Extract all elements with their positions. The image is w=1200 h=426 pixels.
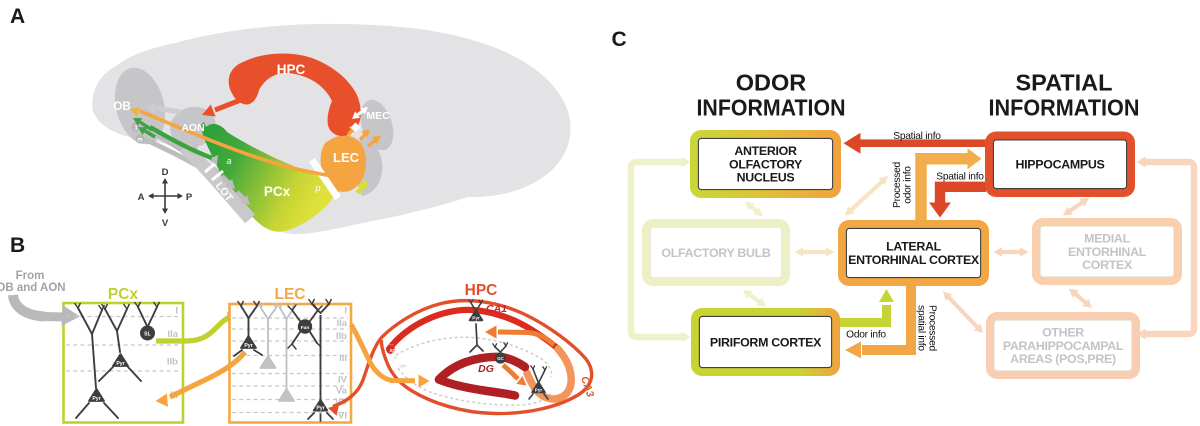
svg-text:GC: GC xyxy=(497,356,504,361)
svg-text:Odor info: Odor info xyxy=(846,329,886,340)
svg-text:ENTORHINAL: ENTORHINAL xyxy=(1068,245,1147,259)
svg-text:D: D xyxy=(162,167,169,178)
svg-text:IIa: IIa xyxy=(167,329,178,340)
svg-text:PARAHIPPOCAMPAL: PARAHIPPOCAMPAL xyxy=(1003,339,1124,353)
svg-text:AON: AON xyxy=(181,122,204,134)
svg-text:B: B xyxy=(10,234,25,257)
svg-text:OLFACTORY BULB: OLFACTORY BULB xyxy=(661,246,771,260)
svg-text:Spatial info: Spatial info xyxy=(893,131,941,142)
svg-text:V: V xyxy=(162,218,169,229)
svg-text:CORTEX: CORTEX xyxy=(1082,258,1133,272)
svg-text:LEC: LEC xyxy=(333,150,360,165)
svg-text:From: From xyxy=(16,270,45,282)
svg-text:sp: sp xyxy=(389,348,395,354)
svg-text:SL: SL xyxy=(144,332,151,338)
svg-text:VI: VI xyxy=(338,411,347,422)
svg-text:CA1: CA1 xyxy=(486,303,507,315)
svg-text:DG: DG xyxy=(478,363,494,375)
svg-text:OB and AON: OB and AON xyxy=(0,282,66,294)
svg-text:Pyr: Pyr xyxy=(92,396,100,402)
svg-text:Pyr: Pyr xyxy=(472,315,480,320)
svg-text:PIRIFORM CORTEX: PIRIFORM CORTEX xyxy=(710,335,822,349)
svg-text:HIPPOCAMPUS: HIPPOCAMPUS xyxy=(1016,158,1105,172)
svg-text:1: 1 xyxy=(134,126,138,132)
svg-text:IIb: IIb xyxy=(167,357,178,368)
svg-text:PCx: PCx xyxy=(264,184,291,199)
svg-text:LATERAL: LATERAL xyxy=(886,240,942,254)
svg-text:IIa: IIa xyxy=(336,318,347,329)
svg-text:so: so xyxy=(389,343,394,348)
svg-text:Pyr: Pyr xyxy=(244,343,252,349)
svg-text:I: I xyxy=(175,306,178,317)
svg-text:ENTORHINAL CORTEX: ENTORHINAL CORTEX xyxy=(848,253,980,267)
svg-text:OB: OB xyxy=(113,101,130,113)
svg-text:HPC: HPC xyxy=(277,62,306,77)
svg-text:HPC: HPC xyxy=(465,282,498,299)
svg-text:spatial info: spatial info xyxy=(915,305,926,351)
svg-text:MEDIAL: MEDIAL xyxy=(1084,231,1130,245)
svg-text:Spatial info: Spatial info xyxy=(936,172,984,183)
svg-text:Processed: Processed xyxy=(892,161,903,207)
svg-text:Va: Va xyxy=(336,386,348,397)
svg-text:Fan: Fan xyxy=(301,325,310,331)
svg-text:IV: IV xyxy=(338,375,348,386)
svg-text:INFORMATION: INFORMATION xyxy=(697,95,846,121)
svg-text:C: C xyxy=(612,28,627,51)
svg-text:slm: slm xyxy=(400,364,407,369)
svg-text:m: m xyxy=(137,138,142,144)
svg-text:MEC: MEC xyxy=(366,110,390,122)
svg-text:I: I xyxy=(344,306,347,317)
svg-text:OTHER: OTHER xyxy=(1042,325,1084,339)
svg-text:LEC: LEC xyxy=(275,286,306,303)
svg-text:a: a xyxy=(226,156,231,166)
svg-text:odor info: odor info xyxy=(903,166,914,204)
svg-text:ANTERIOR: ANTERIOR xyxy=(734,144,797,158)
svg-text:OLFACTORY: OLFACTORY xyxy=(729,157,803,171)
svg-text:PCx: PCx xyxy=(108,286,139,303)
svg-text:IIb: IIb xyxy=(336,331,347,342)
svg-text:A: A xyxy=(10,5,25,28)
svg-text:AREAS (POS,PRE): AREAS (POS,PRE) xyxy=(1010,352,1116,366)
svg-text:INFORMATION: INFORMATION xyxy=(989,95,1140,121)
svg-text:p: p xyxy=(314,183,320,193)
svg-text:SPATIAL: SPATIAL xyxy=(1015,70,1112,96)
svg-text:sr: sr xyxy=(394,355,398,360)
svg-text:Pyr: Pyr xyxy=(316,406,324,412)
svg-text:NUCLEUS: NUCLEUS xyxy=(737,171,795,185)
svg-text:A: A xyxy=(138,192,145,203)
svg-text:Pyr: Pyr xyxy=(535,387,543,392)
svg-text:III: III xyxy=(339,353,347,364)
svg-text:P: P xyxy=(186,192,193,203)
svg-text:Pyr: Pyr xyxy=(116,361,124,367)
svg-text:Processed: Processed xyxy=(926,305,937,351)
svg-text:ODOR: ODOR xyxy=(736,70,807,96)
